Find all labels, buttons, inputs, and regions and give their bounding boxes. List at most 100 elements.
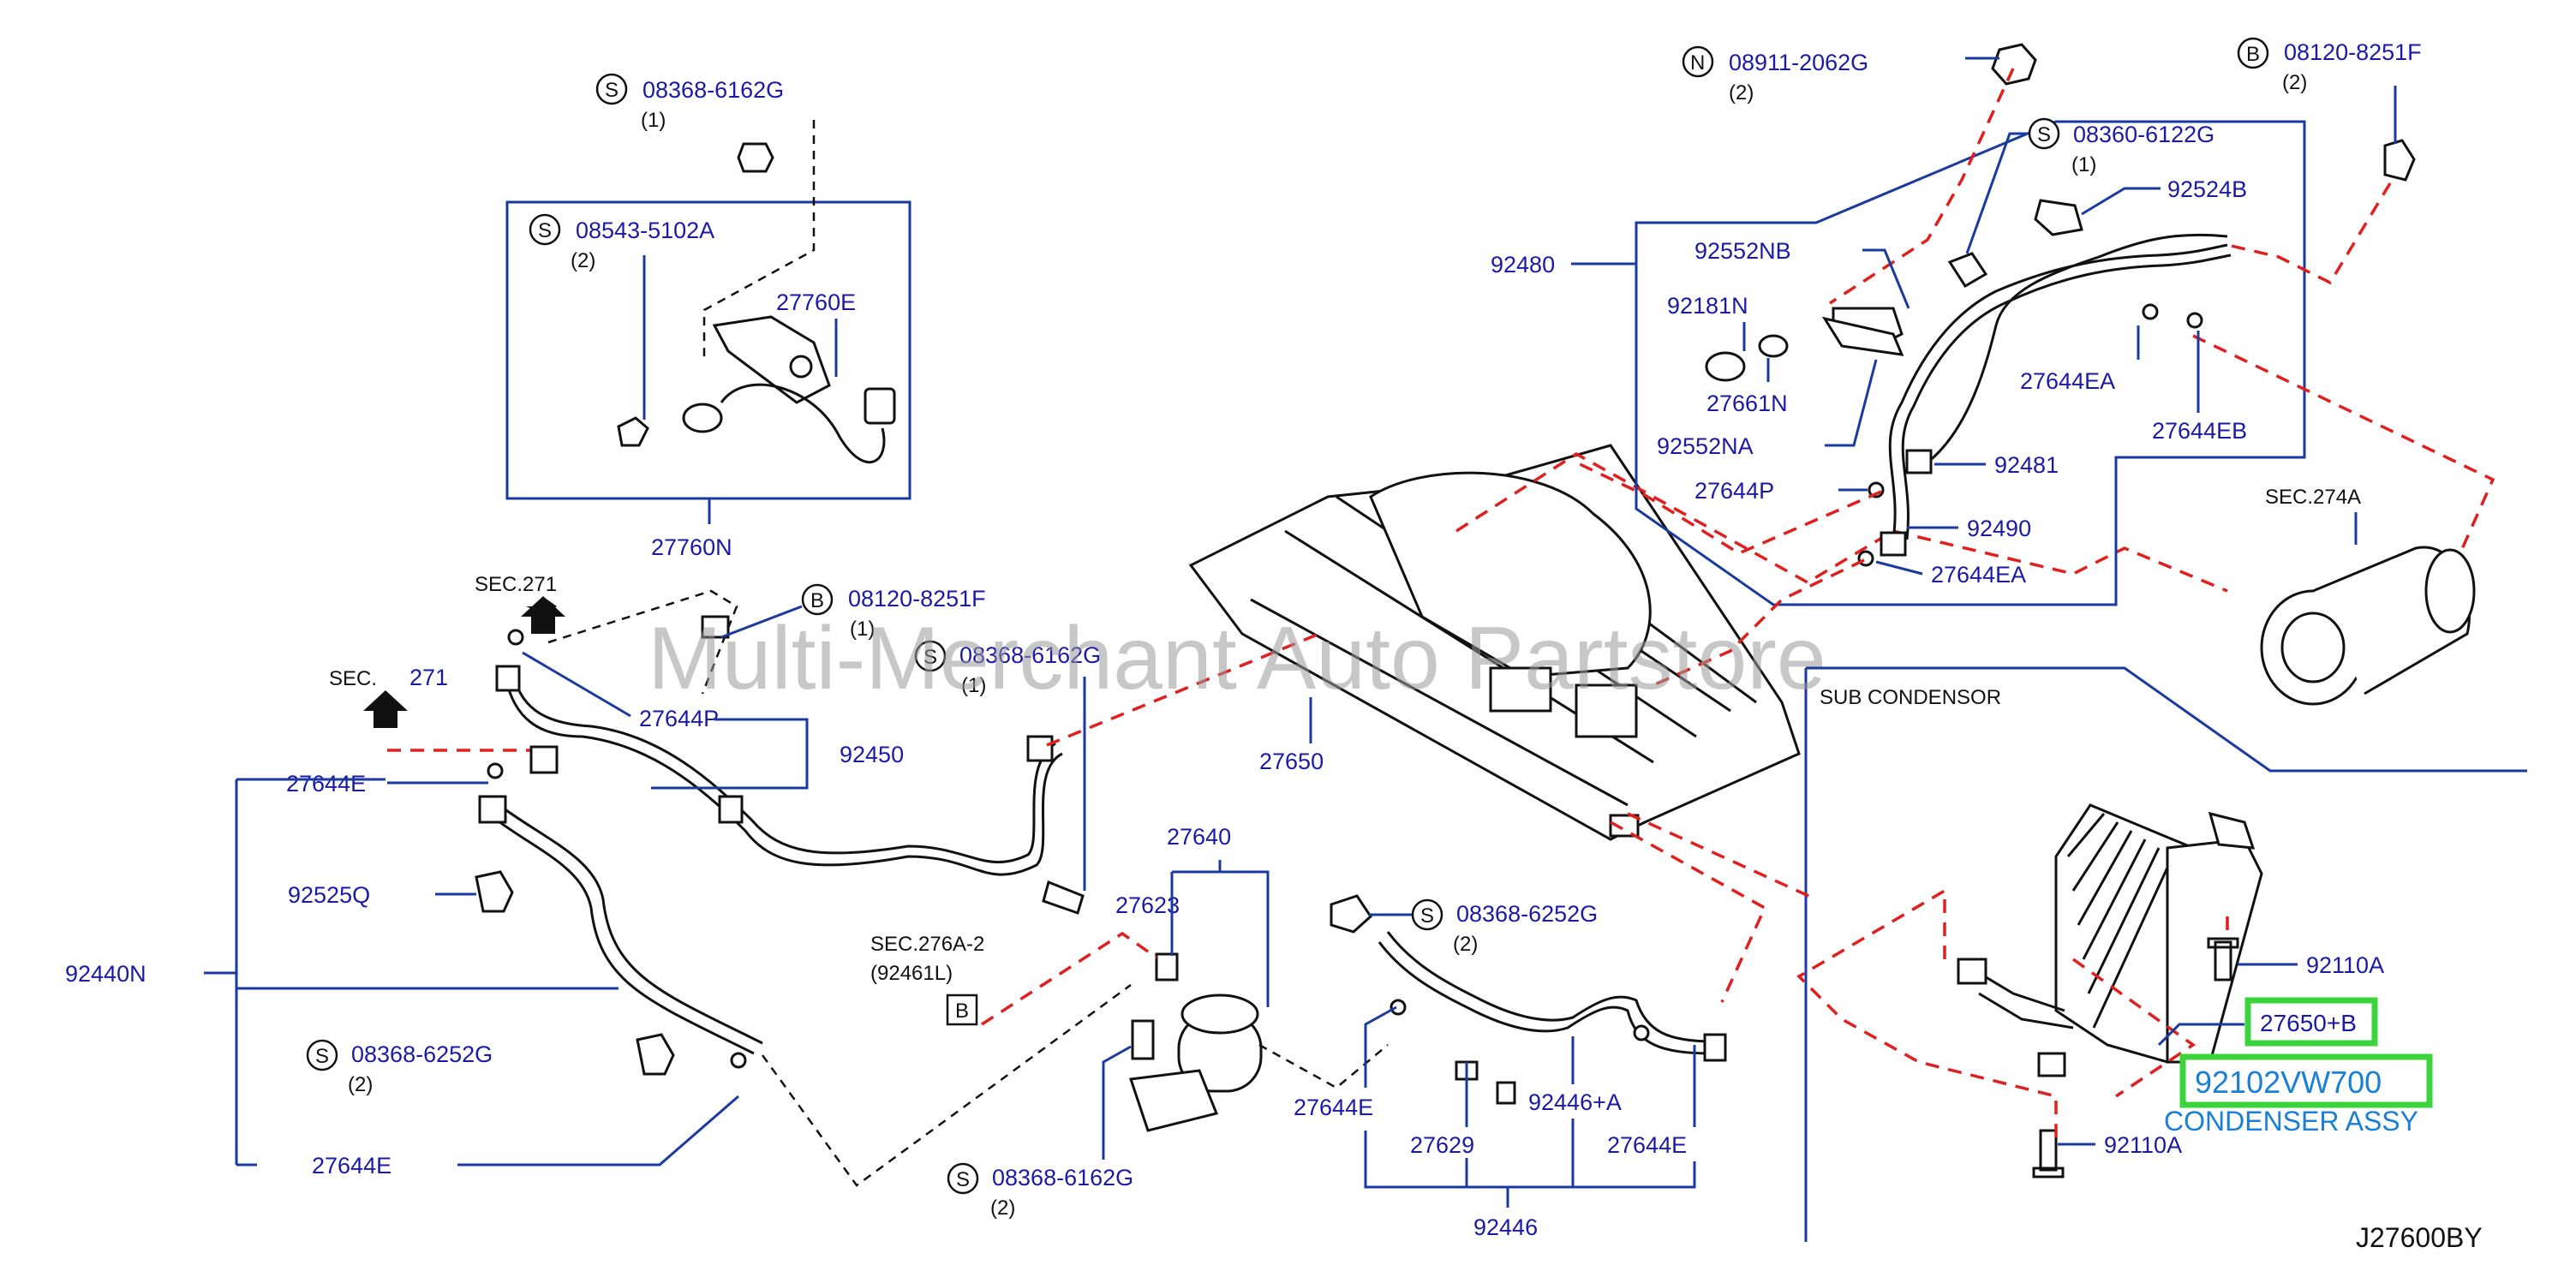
leader-27644P-left	[522, 651, 631, 718]
fastener-f9: S 08360-6122G (1)	[2028, 117, 2214, 176]
part-number-label: 08368-6162G	[643, 77, 784, 103]
fastener-f3: B 08120-8251F (1)	[801, 583, 986, 641]
clamp-bottom-icon	[636, 1033, 675, 1076]
leader-92524B	[2081, 187, 2161, 216]
label-92450: 92450	[840, 742, 904, 767]
fastener-f4: S 08368-6162G (1)	[914, 640, 1101, 697]
label-27661N: 27661N	[1706, 391, 1788, 416]
bolt-f10-icon	[2383, 139, 2416, 182]
circle-letter: N	[1690, 51, 1705, 75]
sec271-a: SEC.271	[475, 573, 557, 596]
label-27644E-c: 27644E	[1294, 1095, 1373, 1120]
bolt-92110A-b-icon	[2032, 1129, 2065, 1179]
circle-letter: S	[538, 219, 552, 242]
dash-drier	[761, 983, 1389, 1187]
pipe-92440N-inner	[496, 802, 763, 1045]
label-92552NA: 92552NA	[1657, 433, 1754, 459]
sub-condensor-title: SUB CONDENSOR	[1820, 686, 2001, 709]
part-number-label: 08368-6252G	[351, 1041, 493, 1067]
part-number-label: 08911-2062G	[1729, 50, 1868, 75]
screw-top-icon	[737, 142, 774, 173]
label-27644EA-a: 27644EA	[2020, 368, 2115, 394]
label-27640: 27640	[1167, 824, 1231, 850]
sec271-b-num: 271	[409, 665, 448, 690]
o-ring-icon	[1633, 1024, 1650, 1041]
leader-92552NB	[1862, 248, 1910, 309]
sub-condensor-frame	[1804, 666, 2527, 1242]
label-27629: 27629	[1410, 1132, 1474, 1158]
label-27623: 27623	[1115, 892, 1180, 918]
quantity-label: (1)	[2071, 153, 2096, 176]
clamp-92525Q-icon	[475, 870, 514, 913]
leader-92446-bracket	[1364, 1119, 1696, 1208]
box-letter: B	[955, 999, 969, 1023]
sensor-27629-icon	[1455, 1060, 1516, 1105]
bolt-92110A-a-icon	[2207, 937, 2239, 982]
leader-f6	[1102, 1045, 1132, 1160]
fastener-f6: S 08368-6162G (2)	[947, 1162, 1133, 1220]
fitting-icon	[1703, 1033, 1727, 1062]
fitting-icon	[1330, 894, 1372, 934]
part-ref-highlight[interactable]	[2244, 997, 2378, 1047]
pipe-92450-inner	[512, 676, 1056, 863]
label-92490: 92490	[1967, 516, 2031, 541]
dash-right-a	[1829, 68, 2495, 558]
fitting-icon	[1905, 449, 1933, 474]
circle-letter: S	[923, 646, 937, 669]
leader-27644E-b	[457, 1095, 739, 1167]
leader-f9	[1965, 132, 2029, 254]
circle-letter: S	[605, 79, 619, 102]
fastener-f2: S 08543-5102A (2)	[529, 213, 714, 272]
quantity-label: (1)	[641, 109, 666, 132]
dash-92446	[1610, 812, 1817, 1003]
pipe-92446-inner	[1386, 931, 1714, 1043]
bracket-dash-guide	[702, 120, 816, 360]
label-27644P-right: 27644P	[1694, 478, 1774, 504]
bolt-f9-icon	[1947, 252, 1988, 289]
sec271-b-prefix: SEC.	[329, 667, 377, 690]
quantity-label: (1)	[850, 618, 875, 641]
fitting-icon	[478, 795, 507, 824]
label-92481: 92481	[1994, 452, 2059, 478]
part-number-label: 08360-6122G	[2073, 122, 2214, 147]
quantity-label: (2)	[1453, 933, 1478, 956]
label-27644E-d: 27644E	[1607, 1132, 1687, 1158]
label-92440N: 92440N	[65, 961, 146, 987]
label-27644E-b: 27644E	[312, 1153, 391, 1179]
leader-27644E-c	[1364, 1005, 1397, 1088]
part-number-label: 08368-6252G	[1456, 901, 1598, 927]
fitting-icon	[1026, 735, 1054, 762]
circle-letter: B	[810, 589, 824, 612]
o-ring-icon	[507, 629, 524, 646]
circle-letter: S	[1420, 904, 1434, 928]
part-number-highlight[interactable]	[2179, 1053, 2433, 1108]
label-27760E: 27760E	[776, 289, 856, 315]
sec276-sub: (92461L)	[870, 962, 953, 985]
label-27760N: 27760N	[651, 534, 732, 560]
hose-92490	[1888, 243, 2228, 540]
label-27644E-a: 27644E	[286, 771, 366, 797]
watermark: Multi-Merchant Auto Partstore	[648, 609, 1826, 708]
quantity-label: (2)	[571, 249, 595, 272]
fastener-f8: N 08911-2062G (2)	[1682, 45, 1868, 104]
fastener-f5: S 08368-6252G (2)	[306, 1039, 493, 1096]
quantity-label: (2)	[990, 1196, 1015, 1220]
part-ref-label[interactable]: 27650+B	[2260, 1010, 2357, 1036]
sec276-ref: SEC.276A-2	[870, 933, 984, 956]
o-ring-icon	[1390, 999, 1407, 1016]
part-name-label: CONDENSER ASSY	[2164, 1106, 2418, 1137]
clamp-92524B-icon	[2034, 199, 2083, 236]
nut-f8-icon	[1991, 43, 2037, 86]
label-92524B: 92524B	[2167, 176, 2247, 202]
dash-sec276	[981, 931, 1158, 1026]
bracket-92552NA-icon	[1821, 316, 1904, 356]
bolt-f3-icon	[701, 615, 730, 639]
part-number-label[interactable]: 92102VW700	[2195, 1065, 2382, 1100]
label-27644P-left: 27644P	[639, 706, 719, 731]
arrow-up-icon	[363, 690, 408, 728]
circle-letter: B	[2246, 43, 2260, 66]
circle-letter: S	[315, 1045, 329, 1068]
label-27650: 27650	[1259, 749, 1324, 774]
label-92446: 92446	[1473, 1214, 1538, 1240]
